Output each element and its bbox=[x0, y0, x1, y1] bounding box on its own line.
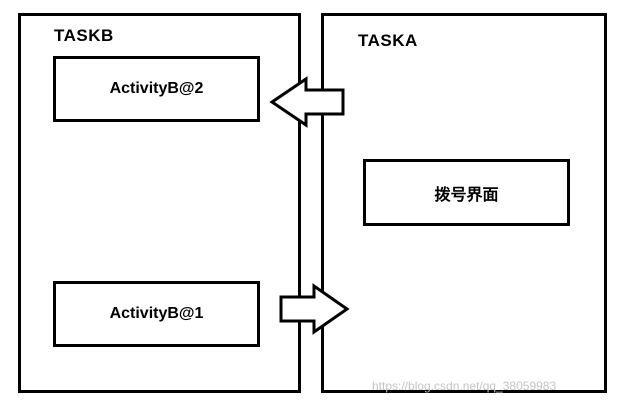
activity-b2-box: ActivityB@2 bbox=[53, 56, 260, 122]
arrow-left-icon bbox=[269, 76, 345, 128]
arrow-right-icon bbox=[279, 283, 350, 335]
dial-screen-box: 拨号界面 bbox=[363, 159, 570, 226]
task-b-title: TASKB bbox=[54, 26, 114, 45]
task-a-title: TASKA bbox=[358, 31, 418, 50]
activity-b1-box: ActivityB@1 bbox=[53, 281, 260, 347]
watermark: https://blog.csdn.net/qq_38059983 bbox=[372, 379, 557, 393]
